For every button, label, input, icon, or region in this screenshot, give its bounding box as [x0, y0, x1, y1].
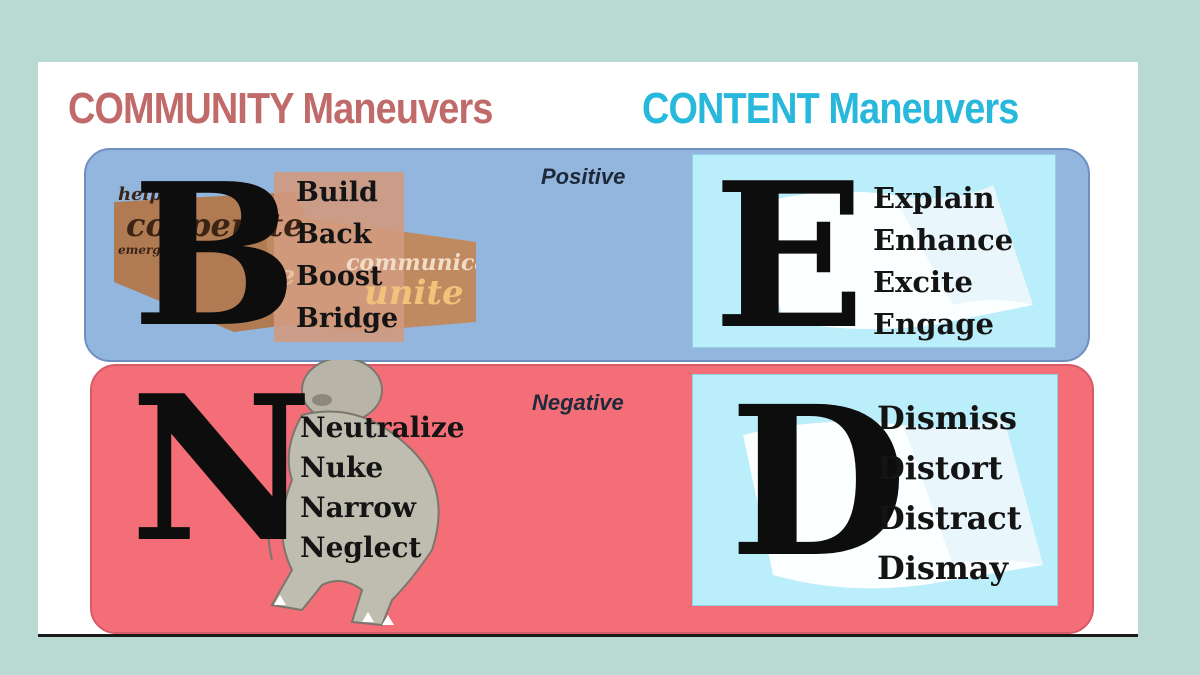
word-item: Neutralize [300, 411, 465, 444]
cloud-word: emerge [118, 243, 169, 257]
positive-band: Positive help cooperate emerge communica… [84, 148, 1090, 362]
word-item: Neglect [300, 531, 422, 564]
word-item: Bridge [296, 303, 399, 334]
content-negative-card: D Dismiss Distort Distract Dismay [692, 374, 1058, 606]
letter-b: B [132, 141, 298, 371]
community-positive-words: Build Back Boost Bridge [296, 172, 398, 340]
word-item: Explain [873, 181, 995, 215]
word-item: Dismay [877, 549, 1009, 587]
word-item: Nuke [300, 451, 384, 484]
word-item: Distort [877, 449, 1003, 487]
cloud-word: communicate [346, 250, 476, 276]
positive-label: Positive [541, 164, 626, 189]
negative-label: Negative [532, 390, 624, 415]
paper-page-icon [743, 415, 1043, 589]
word-item: Excite [873, 265, 973, 299]
word-item: Enhance [873, 223, 1014, 257]
content-negative-words: Dismiss Distort Distract Dismay [877, 393, 1022, 593]
community-heading: COMMUNITY Maneuvers [68, 84, 493, 133]
word-item: Distract [877, 499, 1022, 537]
word-item: Engage [873, 307, 994, 341]
word-item: Back [296, 219, 372, 250]
cloud-word: unite [364, 273, 464, 313]
handshake-word-cloud-icon: help cooperate emerge communicate unite … [114, 172, 476, 342]
word-item: Narrow [300, 491, 417, 524]
letter-d: D [729, 374, 908, 603]
community-negative-words: Neutralize Nuke Narrow Neglect [300, 408, 465, 568]
cloud-word: cooperate [126, 206, 304, 244]
content-heading: CONTENT Maneuvers [642, 84, 1019, 133]
letter-e: E [713, 154, 866, 348]
word-item: Boost [296, 261, 383, 292]
content-positive-words: Explain Enhance Excite Engage [873, 177, 1013, 345]
negative-band: Negative N Neutralize Nuke Narrow Neglec… [90, 352, 1094, 634]
cloud-word: help [118, 184, 162, 205]
word-item: Dismiss [877, 399, 1017, 437]
slide: COMMUNITY Maneuvers CONTENT Maneuvers Po… [38, 62, 1138, 637]
letter-n: N [130, 352, 313, 587]
word-item: Build [296, 177, 378, 208]
cloud-word: se [263, 261, 295, 291]
paper-page-icon [753, 185, 1033, 329]
content-positive-card: E Explain Enhance Excite Engage [692, 154, 1056, 348]
troll-creature-icon [267, 360, 440, 627]
